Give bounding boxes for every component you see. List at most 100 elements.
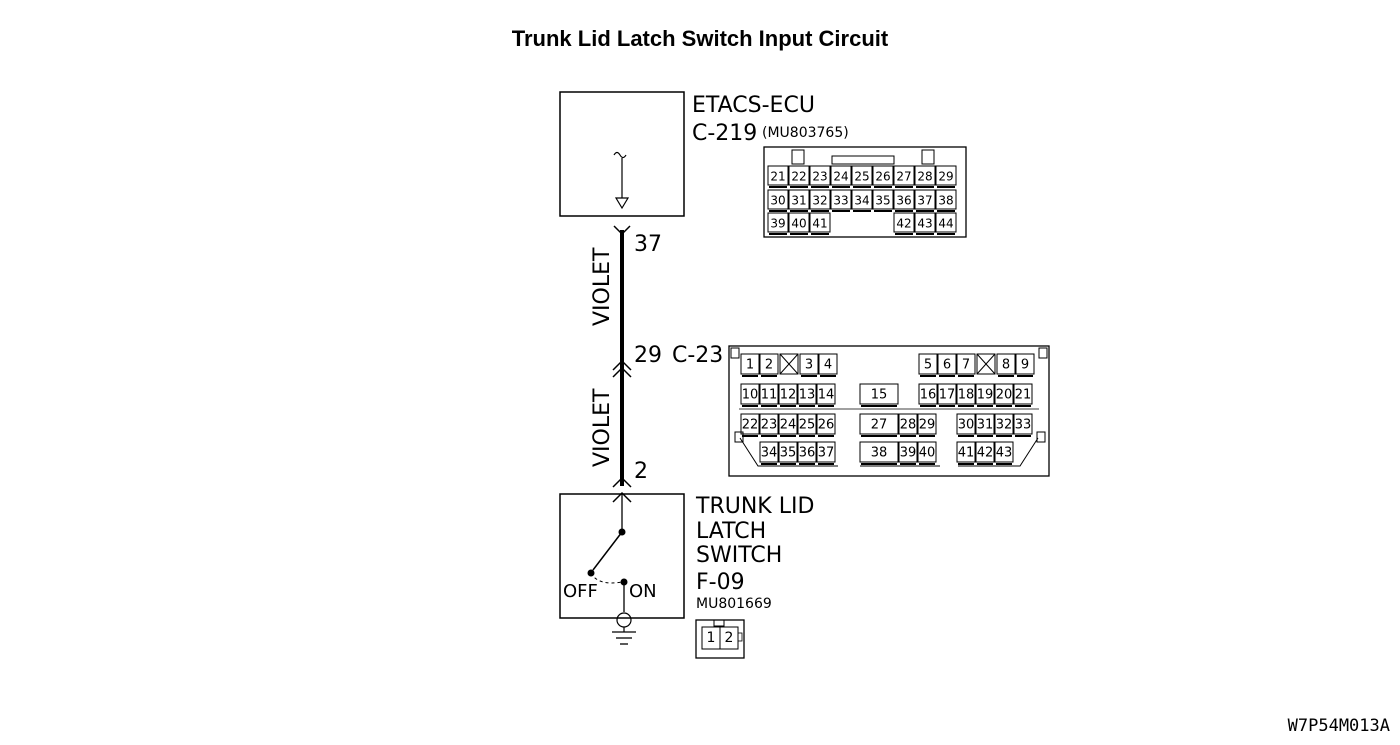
connector-pin: 42 xyxy=(896,217,911,231)
connector-pin-cell xyxy=(1013,383,1033,405)
connector-pin: 44 xyxy=(938,217,953,231)
connector-pin: 1 xyxy=(746,358,754,373)
connector-pin: 33 xyxy=(1015,418,1032,433)
ecu-wire-pin: 37 xyxy=(634,232,662,257)
connector-pin-cell xyxy=(893,212,915,233)
connector-pin-cell xyxy=(914,165,936,186)
connector-pin: 11 xyxy=(761,388,778,403)
connector-pin-cell xyxy=(740,413,760,435)
connector-pin: 33 xyxy=(833,194,848,208)
connector-pin: 21 xyxy=(1015,388,1032,403)
connector-pin-cell xyxy=(917,441,937,463)
splice-arrow-bottom-icon xyxy=(612,366,632,378)
switch-name-line-3: SWITCH xyxy=(696,543,782,568)
switch-wire-pin: 2 xyxy=(634,459,648,484)
connector-pin: 2 xyxy=(725,630,734,646)
splice-arrow-top-icon xyxy=(612,359,632,371)
switch-on-label: ON xyxy=(629,581,657,602)
connector-pin: 27 xyxy=(896,170,911,184)
wire-color-upper: VIOLET xyxy=(590,247,615,326)
connector-pin: 9 xyxy=(1021,358,1029,373)
connector-pin: 34 xyxy=(854,194,869,208)
connector-pin: 38 xyxy=(938,194,953,208)
connector-pin: 5 xyxy=(924,358,932,373)
connector-pin-cell xyxy=(975,383,995,405)
connector-pin-cell xyxy=(956,353,976,375)
etacs-ecu: ETACS-ECU C-219 (MU803765) xyxy=(559,91,849,217)
connector-pin: 37 xyxy=(917,194,932,208)
connector-pin: 43 xyxy=(996,446,1013,461)
blank-cavity xyxy=(779,353,799,375)
connector-pin: 10 xyxy=(742,388,759,403)
connector-pin: 28 xyxy=(900,418,917,433)
connector-pin: 41 xyxy=(958,446,975,461)
connector-pin-cell xyxy=(797,413,817,435)
figure-code: W7P54M013A xyxy=(1288,716,1390,736)
connector-pin-cell xyxy=(740,353,760,375)
connector-pin: 37 xyxy=(818,446,835,461)
connector-pin: 28 xyxy=(917,170,932,184)
switch-travel-path xyxy=(590,572,623,584)
connector-pin: 6 xyxy=(943,358,951,373)
connector-pin-cell xyxy=(788,189,810,210)
connector-pin-cell xyxy=(893,165,915,186)
connector-pin-cell xyxy=(859,413,899,435)
connector-pin-cell xyxy=(898,413,918,435)
connector-pin: 24 xyxy=(780,418,797,433)
connector-pin: 7 xyxy=(962,358,970,373)
connector-pin: 32 xyxy=(812,194,827,208)
connector-pin-cell xyxy=(918,353,938,375)
ecu-part-number: (MU803765) xyxy=(762,125,849,141)
connector-pin-cell xyxy=(935,212,957,233)
ground-terminal-icon xyxy=(616,612,632,628)
connector-pin: 14 xyxy=(818,388,835,403)
ecu-connector-id: C-219 xyxy=(692,121,757,146)
junction-connector-id: C-23 xyxy=(672,343,723,368)
connector-pin-cell xyxy=(816,441,836,463)
connector-pin: 30 xyxy=(958,418,975,433)
ecu-box xyxy=(559,91,685,217)
connector-pin-cell xyxy=(759,353,779,375)
connector-pin-cell xyxy=(994,441,1014,463)
switch-part-number: MU801669 xyxy=(696,596,772,612)
connector-pin: 25 xyxy=(799,418,816,433)
connector-pin-cell xyxy=(996,353,1016,375)
connector-pin: 35 xyxy=(780,446,797,461)
connector-pin: 36 xyxy=(896,194,911,208)
connector-pin-cell xyxy=(851,165,873,186)
connector-pin-cell xyxy=(935,189,957,210)
connector-pin: 21 xyxy=(770,170,785,184)
connector-pin-cell xyxy=(872,165,894,186)
connector-pin-cell xyxy=(975,441,995,463)
connector-pin: 12 xyxy=(780,388,797,403)
connector-pin-cell xyxy=(851,189,873,210)
ecu-input-arrow-icon xyxy=(614,197,630,210)
connector-pin-cell xyxy=(872,189,894,210)
connector-pin: 8 xyxy=(1002,358,1010,373)
connector-pin-cell xyxy=(994,383,1014,405)
connector-pin-cell xyxy=(816,413,836,435)
connector-pin: 41 xyxy=(812,217,827,231)
connector-pin: 30 xyxy=(770,194,785,208)
connector-pin-cell xyxy=(956,441,976,463)
connector-pin-cell xyxy=(918,383,938,405)
connector-pin: 13 xyxy=(799,388,816,403)
connector-pin-cell xyxy=(809,165,831,186)
switch-terminal-arrow-top-icon xyxy=(612,476,632,488)
connector-pin-cell xyxy=(937,353,957,375)
connector-pin-cell xyxy=(788,165,810,186)
connector-pin: 40 xyxy=(919,446,936,461)
connector-pin: 29 xyxy=(919,418,936,433)
connector-pin: 26 xyxy=(818,418,835,433)
ecu-name: ETACS-ECU xyxy=(692,93,815,118)
connector-pin: 27 xyxy=(871,418,888,433)
connector-pin-cell xyxy=(830,165,852,186)
connector-pin-cell xyxy=(917,413,937,435)
connector-pin-cell xyxy=(956,383,976,405)
connector-pin: 31 xyxy=(977,418,994,433)
connector-pin-cell xyxy=(935,165,957,186)
connector-pin: 39 xyxy=(900,446,917,461)
connector-pin: 43 xyxy=(917,217,932,231)
connector-pin-cell xyxy=(956,413,976,435)
